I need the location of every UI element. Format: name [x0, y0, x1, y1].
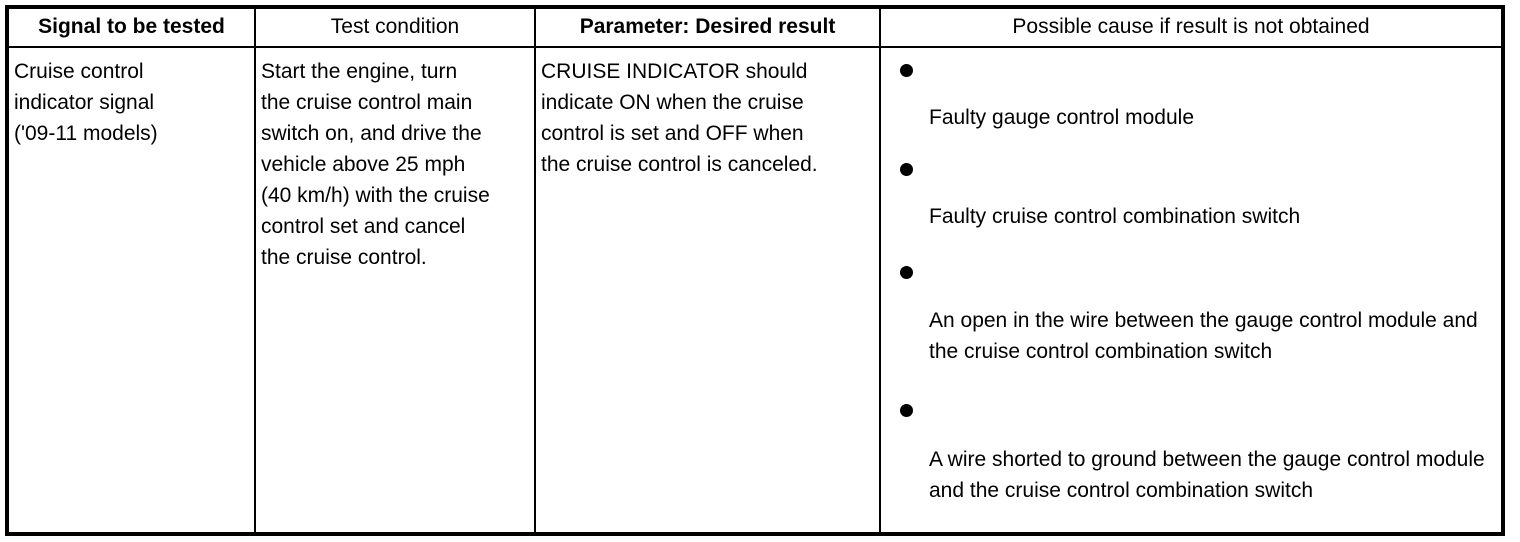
cell-possible-causes: Faulty gauge control module Faulty cruis…: [879, 46, 1504, 535]
desired-result-text: CRUISE INDICATOR should indicate ON when…: [541, 60, 818, 176]
column-header-signal-to-be-tested: Signal to be tested: [6, 6, 256, 48]
column-header-possible-cause: Possible cause if result is not obtained: [879, 6, 1504, 48]
cell-signal-to-be-tested: Cruise control indicator signal ('09-11 …: [6, 46, 256, 535]
bullet-icon: [900, 163, 913, 176]
column-header-test-condition: Test condition: [254, 6, 536, 48]
signal-diagnostic-table: Signal to be tested Test condition Param…: [5, 5, 1505, 536]
bullet-icon: [900, 266, 913, 279]
cell-parameter-desired-result: CRUISE INDICATOR should indicate ON when…: [534, 46, 881, 535]
bullet-icon: [900, 64, 913, 77]
possible-cause-text: An open in the wire between the gauge co…: [929, 309, 1478, 363]
possible-cause-list: Faulty gauge control module Faulty cruis…: [881, 48, 1501, 532]
column-header-parameter-desired-result: Parameter: Desired result: [534, 6, 881, 48]
test-condition-text: Start the engine, turn the cruise contro…: [261, 60, 490, 269]
bullet-icon: [900, 404, 913, 417]
signal-to-be-tested-text: Cruise control indicator signal ('09-11 …: [14, 60, 158, 145]
possible-cause-text: Faulty cruise control combination switch: [929, 205, 1301, 228]
table-header-row: Signal to be tested Test condition Param…: [6, 6, 1504, 48]
table-row: Cruise control indicator signal ('09-11 …: [6, 46, 1504, 535]
possible-cause-text: A wire shorted to ground between the gau…: [929, 448, 1485, 502]
cell-test-condition: Start the engine, turn the cruise contro…: [254, 46, 536, 535]
possible-cause-text: Faulty gauge control module: [929, 106, 1194, 129]
